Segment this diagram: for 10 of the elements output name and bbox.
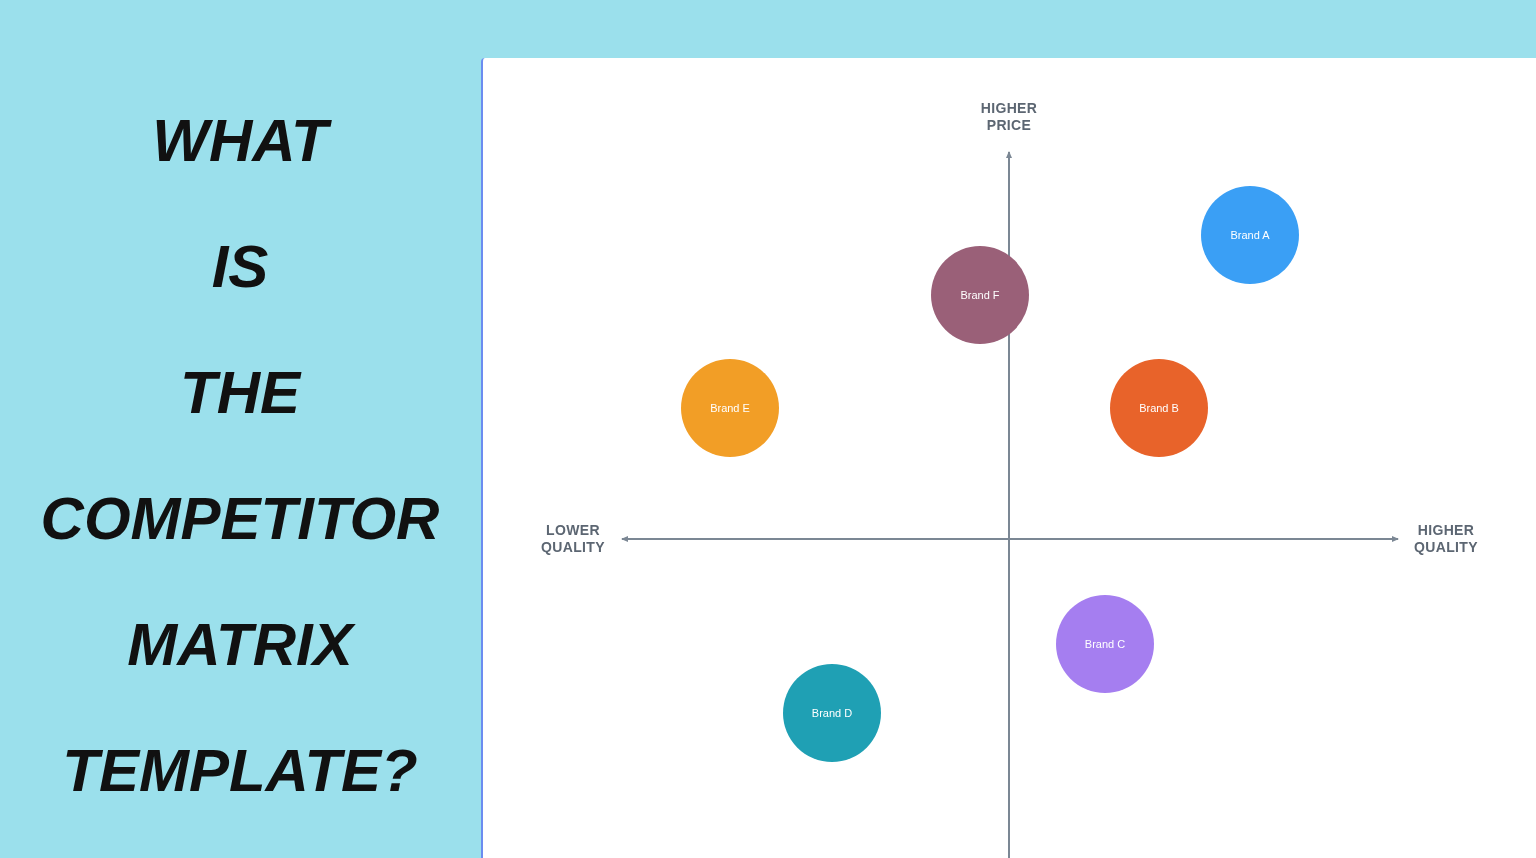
axis-label: LOWER QUALITY bbox=[540, 522, 606, 556]
brand-label: Brand B bbox=[1139, 400, 1179, 416]
axis-label: HIGHER QUALITY bbox=[1413, 522, 1479, 556]
brand-label: Brand F bbox=[960, 287, 1000, 303]
brand-label: Brand A bbox=[1230, 227, 1270, 243]
brand-label: Brand D bbox=[811, 705, 853, 721]
brand-label: Brand E bbox=[710, 400, 750, 416]
axis-label: HIGHER PRICE bbox=[979, 100, 1039, 134]
brand-label: Brand C bbox=[1084, 636, 1126, 652]
title: WHAT IS THE COMPETITOR MATRIX TEMPLATE? bbox=[39, 106, 441, 806]
